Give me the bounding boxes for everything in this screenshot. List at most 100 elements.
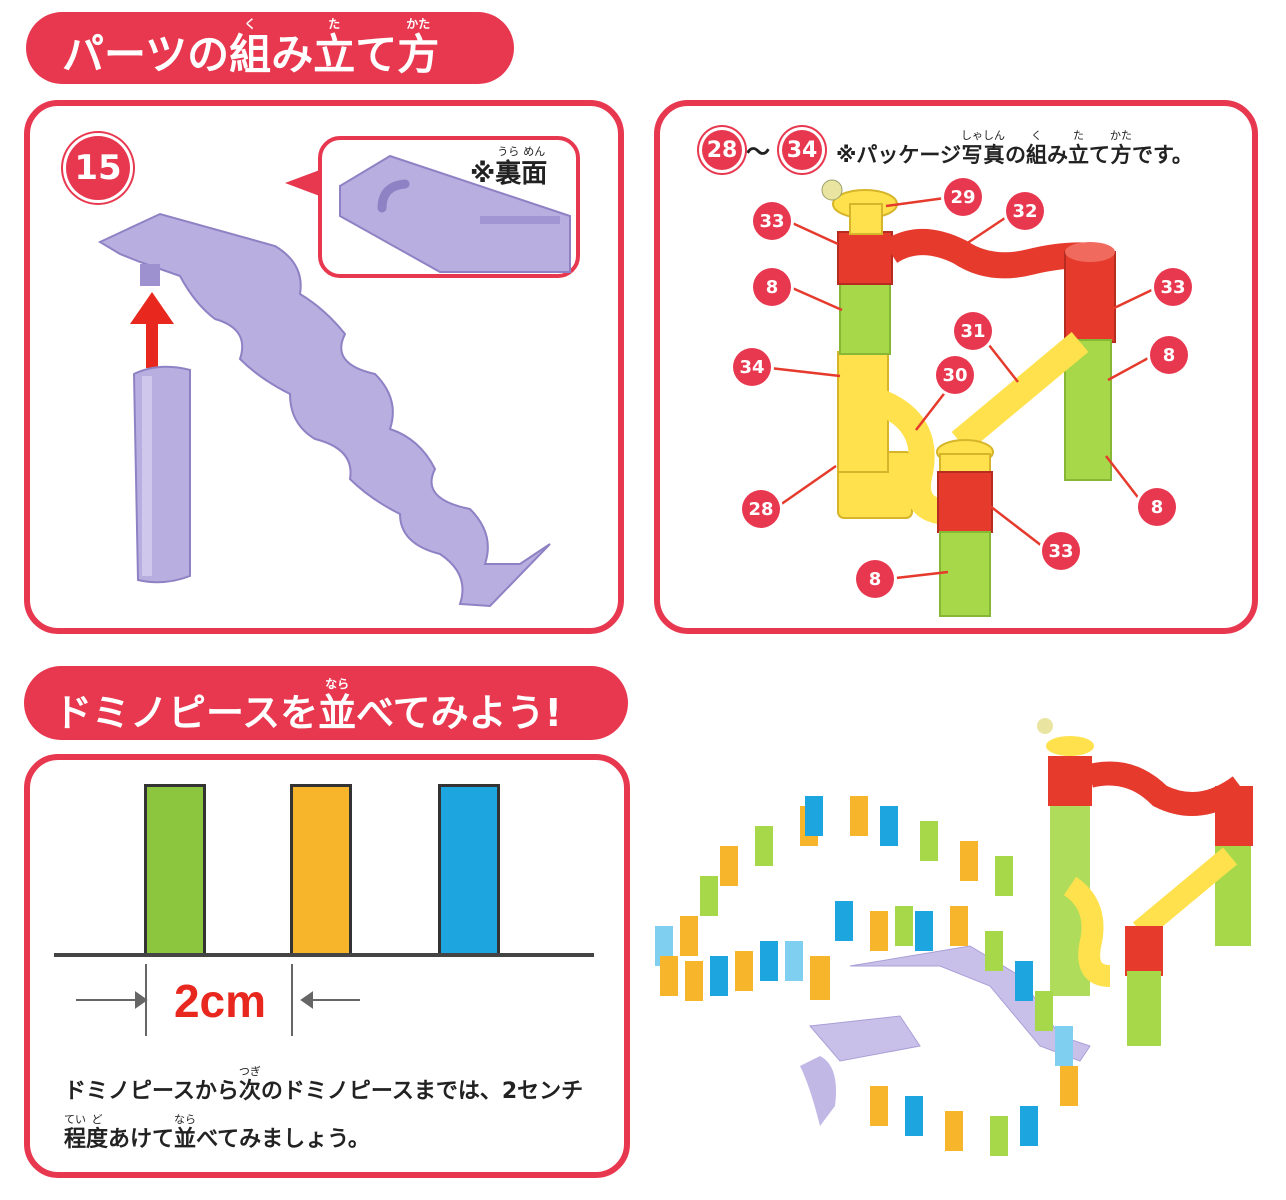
insert-arrow [130,292,174,368]
domino-green [144,784,206,956]
part-label-33-bottom: 33 [1042,532,1080,570]
text-segment: べてみよう! [356,678,562,732]
text-segment: うら裏 [495,146,521,187]
base-text: ※パッケージ [836,143,961,167]
base-text: ※ [470,159,496,189]
part-label-34: 34 [733,348,771,386]
callout-pointer [285,168,325,198]
base-text: 程 [64,1127,87,1152]
text-segment: ど度 [86,1114,108,1151]
text-segment: み [271,18,313,76]
ruby-reading: つぎ [238,1065,261,1078]
ruby-reading: た [1073,129,1084,142]
base-text: べてみましょう。 [196,1127,370,1152]
part-label-29: 29 [944,178,982,216]
ruby-reading: しん [983,129,1005,142]
text-segment: く組 [229,18,271,76]
spacing-indicator [76,964,360,1036]
base-text: 方 [397,30,440,79]
text-segment: めん面 [521,146,547,187]
base-text: み [271,30,314,79]
base-text: の [1005,143,1026,167]
base-text: ドミノピースを [54,691,319,735]
text-segment: あけて [108,1114,174,1151]
ruby-reading: なら [174,1113,197,1126]
text-segment: て [355,18,397,76]
domino-orange [290,784,352,956]
section-title-domino: ドミノピースをなら並べてみよう! [24,666,628,740]
step-badge-34: 34 [782,130,822,170]
text-segment: かた方 [1110,130,1132,166]
part-label-32: 32 [1006,192,1044,230]
marble-run-assembly [821,179,1116,617]
base-text: です。 [1132,143,1193,167]
part-label-8-right-bottom: 8 [1138,488,1176,526]
base-text: パーツの [62,30,230,79]
base-text: 組 [229,30,272,79]
base-text: 裏 [495,159,522,189]
text-segment: つぎ次 [239,1066,261,1103]
domino-setup-photo [655,718,1253,1156]
base-text: 写 [961,143,983,167]
section-title-parts-assembly: パーツのく組みた立てかた方 [26,12,514,84]
text-segment: パーツの [62,18,229,76]
instruction-line-2: てい程ど度あけてなら並べてみましょう。 [64,1114,370,1151]
part-label-31: 31 [954,312,992,350]
part-label-30: 30 [936,356,974,394]
text-segment: のドミノピースまでは、2センチ [261,1066,583,1103]
base-text: 並 [174,1127,197,1152]
back-side-note: ※うら裏めん面 [470,146,547,187]
ruby-reading: く [244,17,257,31]
domino-blue [438,784,500,956]
ruby-reading: うら [497,145,520,158]
text-segment: て [1089,130,1110,166]
part-label-8-bottom: 8 [856,560,894,598]
text-segment: の [1005,130,1026,166]
base-text: べてみよう! [356,691,562,735]
text-segment: み [1047,130,1068,166]
text-segment: てい程 [64,1114,86,1151]
text-segment: しん真 [983,130,1005,166]
text-segment: た立 [313,18,355,76]
step-range-separator: 〜 [746,138,770,166]
text-segment: なら並 [174,1114,196,1151]
wavy-slide-part [97,212,551,608]
domino-spacing-panel [24,754,630,1178]
post-part [132,365,191,584]
text-segment: なら並 [318,678,356,732]
ruby-reading: てい [64,1113,86,1126]
base-text: て [1089,143,1110,167]
ruby-reading: なら [325,677,350,691]
base-text: 立 [313,30,356,79]
base-text: 真 [983,143,1005,167]
base-text: あけて [108,1127,175,1152]
text-segment: しゃ写 [961,130,983,166]
ruby-reading: かた [406,17,431,31]
text-segment: かた方 [397,18,439,76]
step-badge-15: 15 [66,136,130,200]
step-badge-28: 28 [702,130,742,170]
package-photo-note: ※パッケージしゃ写しん真のく組みた立てかた方です。 [836,130,1193,166]
text-segment: ※パッケージ [836,130,961,166]
section-title-text-domino: ドミノピースをなら並べてみよう! [54,678,562,732]
text-segment: です。 [1132,130,1193,166]
part-label-8-right-top: 8 [1150,336,1188,374]
base-text: 次 [238,1079,261,1104]
ruby-reading: しゃ [961,129,983,142]
back-side-part-illustration [339,154,571,273]
base-text: 面 [521,159,548,189]
base-text: 立 [1068,143,1089,167]
text-segment: た立 [1068,130,1089,166]
spacing-value: 2cm [173,975,267,1027]
text-segment: ※ [470,146,495,187]
text-segment: べてみましょう。 [196,1114,370,1151]
base-text: 組 [1026,143,1047,167]
part-label-28: 28 [742,490,780,528]
text-segment: く組 [1026,130,1047,166]
part-label-33-top-left: 33 [753,202,791,240]
part-label-8-left: 8 [753,268,791,306]
ruby-reading: く [1031,129,1042,142]
base-text: て [355,30,398,79]
text-segment: ドミノピースを [54,678,318,732]
